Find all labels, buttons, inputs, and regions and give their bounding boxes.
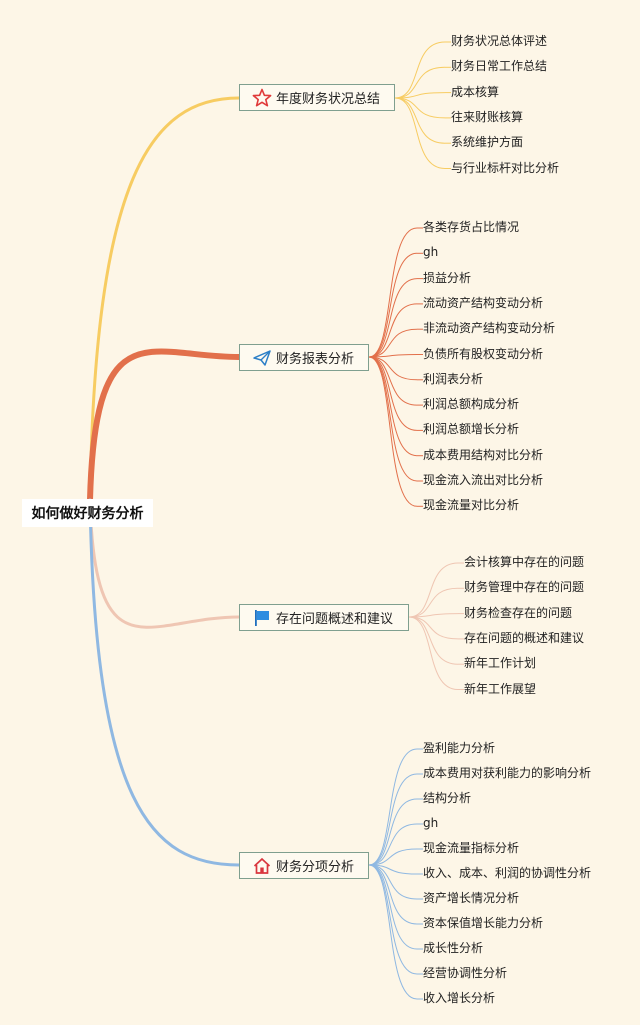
leaf-connector: [368, 356, 418, 507]
leaf-connector: [368, 356, 418, 381]
leaf-connector: [408, 616, 459, 640]
leaf-connector: [368, 356, 418, 406]
leaf-connector: [368, 864, 418, 975]
leaf-topic[interactable]: 新年工作计划: [464, 656, 537, 671]
leaf-topic[interactable]: 资本保值增长能力分析: [423, 916, 544, 930]
branch-connector: [88, 498, 241, 629]
leaf-topic[interactable]: 会计核算中存在的问题: [464, 555, 585, 569]
root-topic-label: 如何做好财务分析: [31, 506, 144, 522]
leaf-topic[interactable]: 成本核算: [451, 84, 500, 99]
leaf-connector: [394, 97, 446, 169]
leaf-connector: [368, 823, 418, 866]
leaf-topic[interactable]: 成长性分析: [423, 941, 484, 955]
house-icon: [252, 856, 272, 876]
leaf-topic[interactable]: 各类存货占比情况: [423, 220, 520, 234]
leaf-topic[interactable]: 收入增长分析: [423, 991, 496, 1005]
leaf-connector: [394, 92, 446, 99]
root-topic[interactable]: 如何做好财务分析: [22, 499, 153, 527]
branch-annual-summary[interactable]: 年度财务状况总结: [239, 84, 395, 111]
paper-plane-icon: [252, 348, 272, 368]
leaf-topic[interactable]: 资产增长情况分析: [423, 891, 520, 905]
branch-statement-analysis[interactable]: 财务报表分析: [239, 344, 369, 371]
leaf-connector: [408, 616, 459, 690]
leaf-topic[interactable]: 流动资产结构变动分析: [423, 295, 544, 310]
leaf-topic[interactable]: gh: [423, 245, 439, 260]
branch-itemized-analysis[interactable]: 财务分项分析: [239, 852, 369, 879]
leaf-connector: [368, 252, 418, 358]
leaf-connector: [368, 798, 418, 866]
branch-label: 年度财务状况总结: [276, 92, 381, 107]
leaf-connector: [408, 613, 459, 618]
leaf-topic[interactable]: 经营协调性分析: [423, 966, 508, 980]
leaf-connector: [368, 864, 418, 950]
leaf-topic[interactable]: 系统维护方面: [451, 135, 524, 150]
leaf-topic[interactable]: 现金流量指标分析: [423, 841, 520, 855]
leaf-topic[interactable]: 成本费用对获利能力的影响分析: [423, 766, 592, 780]
leaf-topic[interactable]: 现金流入流出对比分析: [423, 473, 544, 487]
leaf-connector: [368, 328, 418, 358]
branch-label: 财务分项分析: [276, 860, 355, 875]
leaf-topic[interactable]: 利润总额构成分析: [423, 397, 520, 412]
leaf-topic[interactable]: 成本费用结构对比分析: [423, 447, 544, 462]
leaf-connector: [408, 562, 459, 618]
leaf-connector: [368, 773, 418, 866]
leaf-topic[interactable]: 非流动资产结构变动分析: [423, 321, 556, 336]
leaf-topic[interactable]: 损益分析: [423, 270, 472, 285]
leaf-connector: [408, 616, 459, 665]
leaf-connector: [368, 354, 418, 358]
flag-icon: [252, 608, 272, 628]
leaf-topic[interactable]: 财务日常工作总结: [451, 59, 548, 74]
leaf-connector: [394, 41, 446, 99]
branch-label: 财务报表分析: [276, 352, 355, 367]
leaf-topic[interactable]: 盈利能力分析: [423, 741, 496, 755]
branch-connector: [88, 498, 241, 867]
leaf-topic[interactable]: 现金流量对比分析: [423, 498, 520, 513]
leaf-connector: [408, 587, 459, 618]
leaf-topic[interactable]: 存在问题的概述和建议: [464, 630, 585, 645]
leaf-connector: [394, 97, 446, 144]
leaf-topic[interactable]: gh: [423, 816, 439, 830]
leaf-topic[interactable]: 利润表分析: [423, 371, 484, 386]
branch-label: 存在问题概述和建议: [276, 612, 394, 627]
leaf-connector: [368, 748, 418, 866]
leaf-connector: [368, 864, 418, 875]
leaf-topic[interactable]: 新年工作展望: [464, 681, 537, 696]
branch-connector: [87, 348, 242, 503]
leaf-topic[interactable]: 财务管理中存在的问题: [464, 580, 585, 595]
leaf-topic[interactable]: 往来财账核算: [451, 109, 524, 124]
leaf-connector: [394, 97, 446, 119]
leaf-connector: [394, 66, 446, 99]
leaf-topic[interactable]: 负债所有股权变动分析: [423, 346, 544, 361]
leaf-connector: [368, 278, 418, 358]
branch-connector: [88, 96, 241, 502]
leaf-topic[interactable]: 财务检查存在的问题: [464, 605, 573, 620]
leaf-connector: [368, 864, 418, 900]
leaf-topic[interactable]: 利润总额增长分析: [423, 422, 520, 437]
leaf-topic[interactable]: 财务状况总体评述: [451, 34, 548, 48]
leaf-connector: [368, 303, 418, 358]
leaf-topic[interactable]: 收入、成本、利润的协调性分析: [423, 866, 592, 880]
leaf-topic[interactable]: 结构分析: [423, 791, 472, 805]
leaf-connector: [368, 864, 418, 1000]
star-icon: [252, 88, 272, 108]
leaf-connector: [368, 227, 418, 358]
leaf-connector: [368, 848, 418, 866]
leaf-topic[interactable]: 与行业标杆对比分析: [451, 160, 560, 175]
branch-issues-suggestions[interactable]: 存在问题概述和建议: [239, 604, 409, 631]
